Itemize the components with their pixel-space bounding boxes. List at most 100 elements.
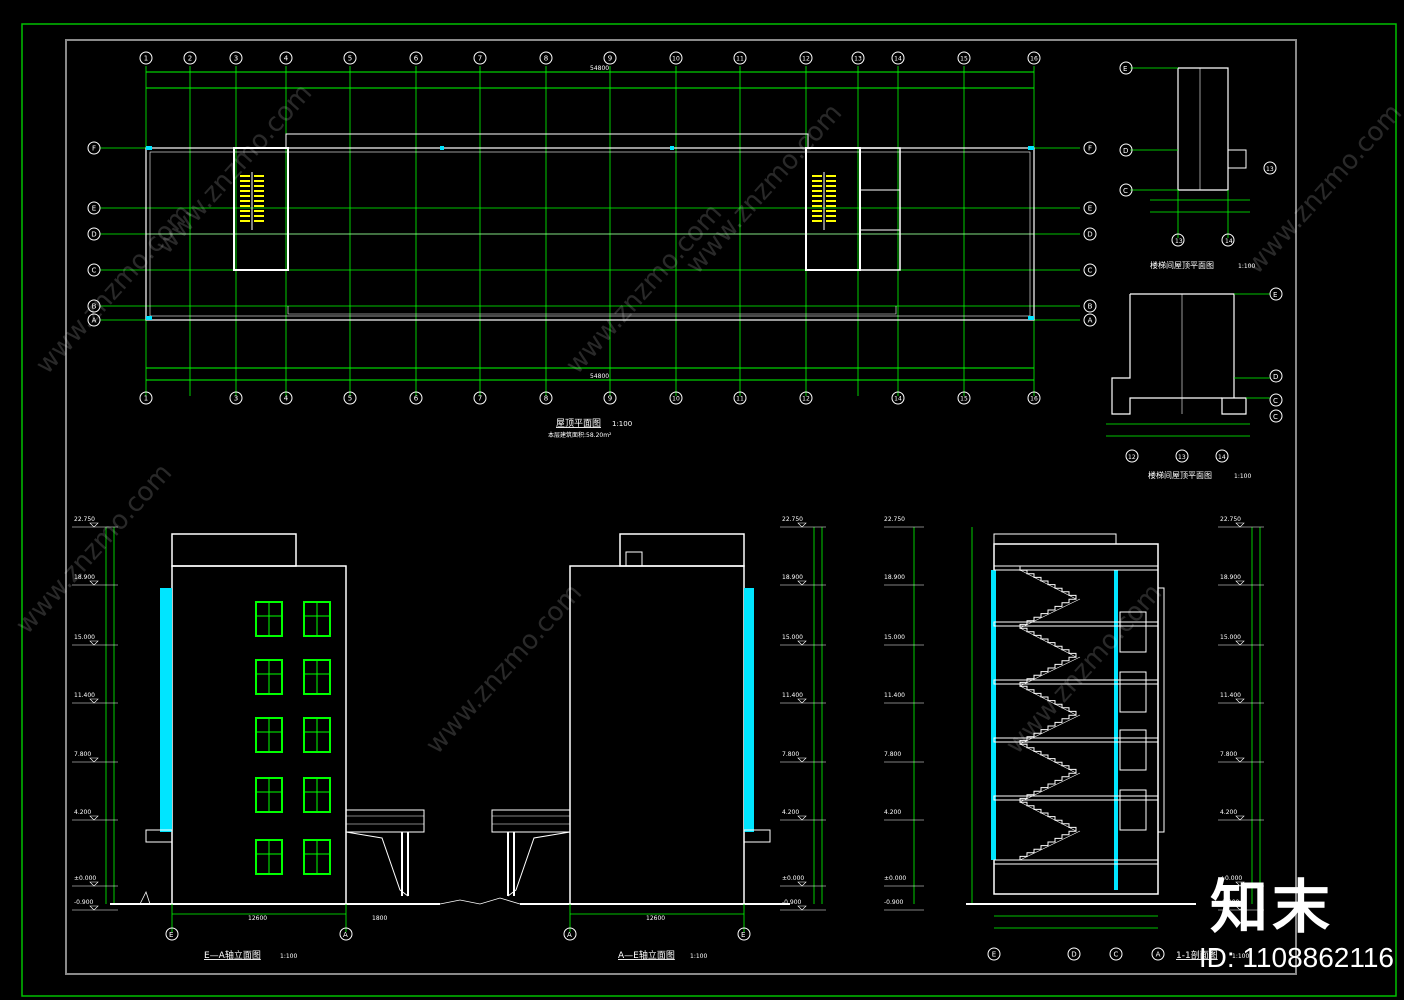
elev-left-scale: 1:100 [280,953,297,960]
svg-text:7.800: 7.800 [884,751,901,758]
window [255,839,283,875]
window [255,717,283,753]
axis-bubble-top-6: 6 [409,51,423,65]
axis-bubble-bottom-7: 7 [473,391,487,405]
svg-text:10: 10 [672,396,680,403]
svg-text:4.200: 4.200 [782,809,799,816]
axis-bubble-top-8: 8 [539,51,553,65]
axis-bubble-left-C: C [87,263,101,277]
stair-roof-plan-title: 楼梯间屋顶平面图 [1148,470,1212,480]
elev-right-scale: 1:100 [690,953,707,960]
svg-text:3: 3 [234,55,238,63]
svg-text:A: A [1088,317,1093,325]
stair-top-plan: E D C 13 14 13 楼梯间屋顶平面图 1:100 [1119,61,1277,270]
svg-text:13: 13 [1175,238,1183,245]
svg-text:±0.000: ±0.000 [884,875,906,882]
svg-text:±0.000: ±0.000 [74,875,96,882]
section-floors [993,565,1159,865]
elev-right-body [569,565,745,905]
svg-text:C: C [1123,187,1128,195]
stair-core-left [233,147,289,271]
svg-text:D: D [1087,231,1092,239]
svg-text:16: 16 [1030,396,1038,403]
axis-bubble-top-5: 5 [343,51,357,65]
svg-text:18.900: 18.900 [884,574,905,581]
brand-logo: 知末 [1209,873,1334,941]
window [303,839,331,875]
axis-bubble-left-A: A [87,313,101,327]
svg-text:E: E [92,205,96,213]
axis-bubble-top-3: 3 [229,51,243,65]
svg-text:22.750: 22.750 [74,516,95,523]
svg-text:22.750: 22.750 [1220,516,1241,523]
svg-text:±0.000: ±0.000 [1220,875,1242,882]
axis-bubble-top-13: 13 [851,51,865,65]
window [255,777,283,813]
elev-right-width: 12600 [646,915,665,922]
vent-marker-1 [146,146,152,150]
svg-text:D: D [1071,951,1076,959]
overall-dim-bottom: 54800 [590,373,609,380]
vent-marker-5 [670,146,674,150]
svg-text:7.800: 7.800 [1220,751,1237,758]
window [303,717,331,753]
stair-roof-plan-scale: 1:100 [1234,473,1251,480]
axis-bubble-bottom-1: 1 [139,391,153,405]
svg-text:1: 1 [144,395,148,403]
section-axis-C: C [1109,947,1123,961]
axis-bubble-top-11: 11 [733,51,747,65]
axis-bubble-right-F: F [1083,141,1097,155]
axis-bubble-top-7: 7 [473,51,487,65]
section-axis-E: E [987,947,1001,961]
svg-text:14: 14 [1218,454,1226,461]
outer-frame [21,23,1397,997]
elev-right-title: A—E轴立面图 [618,949,675,961]
axis-bubble-top-15: 15 [957,51,971,65]
svg-text:C: C [1273,397,1278,405]
vent-marker-6 [440,146,444,150]
svg-text:8: 8 [544,55,548,63]
svg-text:C: C [1273,413,1278,421]
svg-text:11.400: 11.400 [884,692,905,699]
svg-text:15.000: 15.000 [782,634,803,641]
axis-bubble-left-F: F [87,141,101,155]
drain-line [287,306,897,315]
axis-bubble-top-9: 9 [603,51,617,65]
svg-text:9: 9 [608,395,612,403]
svg-text:14: 14 [1225,238,1233,245]
svg-text:±0.000: ±0.000 [782,875,804,882]
plan-title: 屋顶平面图 [556,418,601,429]
axis-bubble-right-B: B [1083,299,1097,313]
axis-bubble-right-E: E [1083,201,1097,215]
stair-treads-left [240,172,264,230]
axis-bubble-bottom-10: 10 [669,391,683,405]
elev-right-glass [744,588,754,832]
svg-text:6: 6 [414,55,419,63]
axis-bubble-right-A: A [1083,313,1097,327]
axis-bubble-top-12: 12 [799,51,813,65]
svg-text:18.900: 18.900 [1220,574,1241,581]
window [303,601,331,637]
axis-bubble-bottom-3: 3 [229,391,243,405]
svg-text:8: 8 [544,395,548,403]
svg-text:22.750: 22.750 [884,516,905,523]
overall-dim-top: 54800 [590,65,609,72]
svg-text:13: 13 [1266,166,1274,173]
section-scale: 1:100 [1232,953,1249,960]
elevation-windows [255,601,331,875]
roof-ridge [285,133,809,148]
svg-text:13: 13 [854,56,862,63]
svg-text:11: 11 [736,396,744,403]
svg-text:B: B [1088,303,1093,311]
svg-text:4: 4 [284,395,289,403]
svg-text:9: 9 [608,55,612,63]
svg-text:4.200: 4.200 [1220,809,1237,816]
section-levels: 22.75018.90015.00011.4007.8004.200±0.000… [884,516,1264,911]
elev-left-width: 12600 [248,915,267,922]
section-title: 1-1剖面图 [1176,949,1218,961]
axis-bubble-bottom-5: 5 [343,391,357,405]
section-glass-right [1114,570,1118,890]
